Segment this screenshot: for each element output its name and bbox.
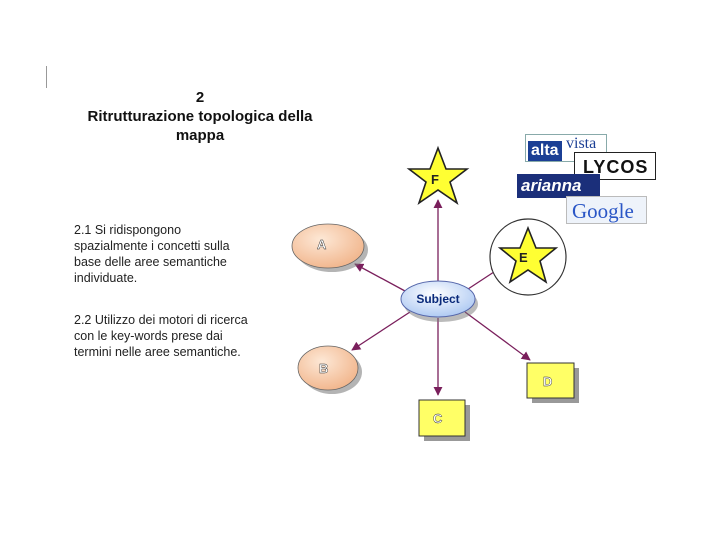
point-2-1-line: 2.1 Si ridispongono	[74, 223, 182, 237]
node-c-label: C	[433, 411, 443, 426]
node-d-label: D	[543, 374, 552, 389]
star-icon	[497, 225, 559, 284]
arrow-to-b	[351, 311, 411, 351]
point-2-1-line: individuate.	[74, 271, 138, 285]
node-f: F	[406, 145, 470, 206]
node-f-label: F	[431, 172, 439, 187]
arianna-logo: arianna	[517, 174, 600, 198]
subject-label: Subject	[416, 292, 459, 306]
google-logo: Google	[566, 196, 647, 224]
arianna-text: arianna	[521, 176, 582, 195]
slide-number: 2	[195, 89, 205, 106]
subject-node: Subject	[400, 280, 478, 322]
title-line-2: mappa	[175, 127, 225, 144]
node-b-label: B	[319, 361, 328, 376]
point-2-2-line: termini nelle aree semantiche.	[74, 345, 241, 359]
point-2-2-line: 2.2 Utilizzo dei motori di ricerca	[74, 313, 248, 327]
altavista-alta: alta	[528, 141, 562, 161]
node-d: D	[526, 362, 579, 403]
slide-edge-mark	[46, 66, 47, 88]
point-2-2-line: con le key-words prese dai	[74, 329, 223, 343]
altavista-vista: vista	[566, 135, 597, 152]
google-text: Google	[572, 199, 634, 223]
arrow-to-d	[464, 311, 531, 361]
node-c: C	[418, 399, 470, 441]
node-a-label: A	[317, 237, 327, 252]
point-2-2: 2.2 Utilizzo dei motori di ricerca con l…	[74, 312, 289, 360]
star-icon	[406, 145, 470, 206]
node-e-label: E	[519, 250, 528, 265]
slide-title: 2 Ritrutturazione topologica della mappa	[60, 88, 340, 145]
title-line-1: Ritrutturazione topologica della	[87, 108, 313, 125]
point-2-1-line: spazialmente i concetti sulla	[74, 239, 230, 253]
point-2-1-line: base delle aree semantiche	[74, 255, 227, 269]
point-2-1: 2.1 Si ridispongono spazialmente i conce…	[74, 222, 289, 286]
node-b: B	[297, 345, 362, 394]
node-a: A	[291, 223, 368, 272]
node-e: E	[489, 218, 567, 296]
arrow-to-a	[354, 263, 406, 292]
lycos-text: LYCOS	[583, 157, 649, 177]
